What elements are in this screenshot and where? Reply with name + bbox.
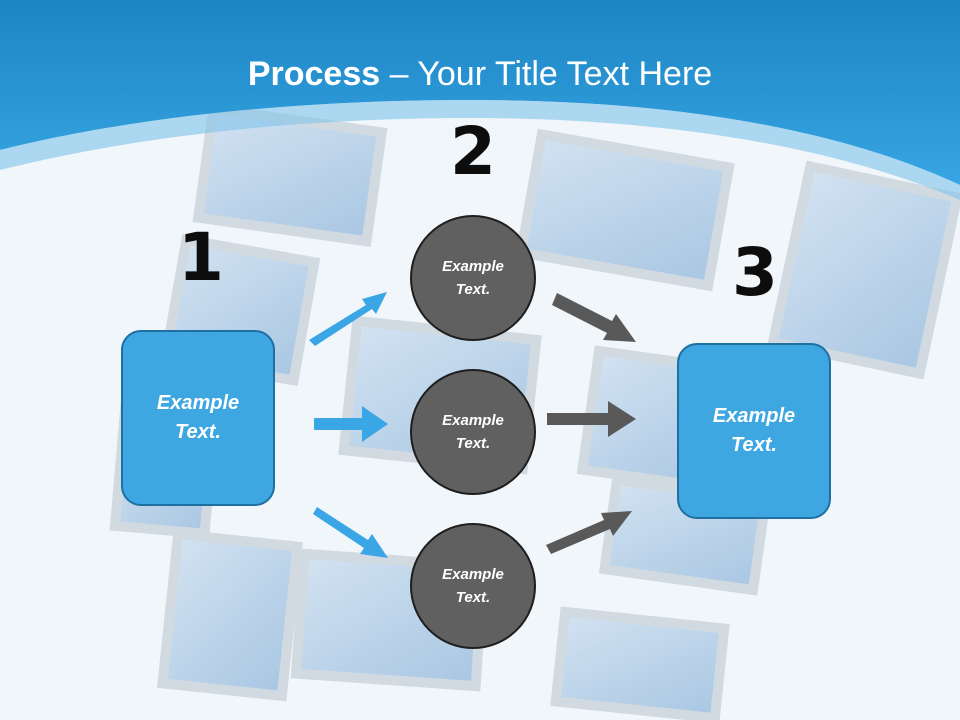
circle-middle-label: Example Text. [442,412,504,452]
title-bold: Process [247,55,381,93]
circle-top-label: Example Text. [442,258,504,298]
process-circle-top: Example Text. [410,215,536,341]
step-number-1: 1 [178,219,224,296]
output-box: Example Text. [677,343,831,519]
process-circle-bottom: Example Text. [410,523,536,649]
input-box-label: Example Text. [156,392,240,443]
output-box-label: Example Text. [712,405,796,456]
slide-title: Process – Your Title Text Here [0,54,960,94]
step-number-3: 3 [732,234,778,311]
circle-bottom-label: Example Text. [442,566,504,606]
process-circle-middle: Example Text. [410,369,536,495]
step-number-2: 2 [450,113,496,190]
title-rest: – Your Title Text Here [380,55,713,93]
input-box: Example Text. [121,330,275,506]
